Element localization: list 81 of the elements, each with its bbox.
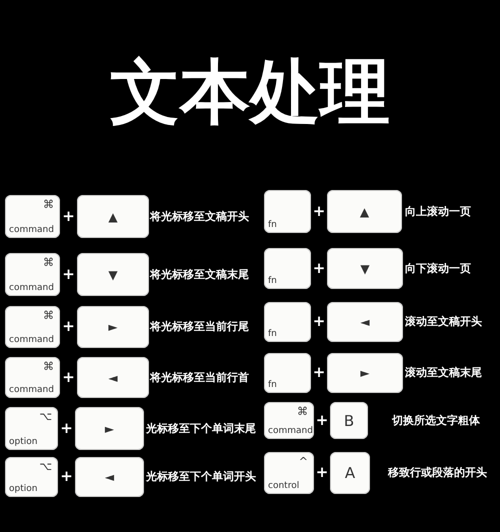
keyboard-key [327,353,403,393]
key-symbol: ⌘ [43,198,54,211]
key-symbol: ► [104,422,114,436]
key-symbol: ◄ [360,315,370,329]
shortcut-description: 将光标移至文稿末尾 [150,266,249,282]
title: 文本处理 [109,52,391,132]
key-symbol: ⌥ [39,410,52,423]
shortcut-description: 将光标移至当前行首 [150,370,249,384]
key-label: fn [268,329,277,339]
shortcut-description: 移致行或段落的开头 [388,465,487,480]
plus-sign: + [61,317,76,336]
key-symbol: ^ [298,455,308,468]
plus-sign: + [59,467,74,486]
keyboard-key [75,407,144,450]
key-label: control [268,481,300,491]
shortcut-description: 滚动至文稿开头 [405,314,482,329]
shortcut-description: 光标移至下个单词开头 [146,469,256,484]
keyboard-key [77,306,149,348]
shortcut-description: 将光标移至当前行尾 [150,319,249,334]
key-symbol: ◄ [104,470,114,484]
plus-sign: + [312,258,326,278]
key-symbol: ► [360,366,370,380]
key-symbol: ► [108,320,118,334]
keyboard-key [264,353,311,393]
key-label: B [344,412,354,430]
key-label: command [9,385,54,395]
plus-sign: + [312,202,326,220]
key-symbol: ◄ [108,370,118,384]
keyboard-key [327,248,403,289]
shortcut-description: 向上滚动一页 [405,204,471,218]
key-label: option [9,484,38,494]
key-symbol: ⌘ [43,309,54,322]
key-label: option [9,437,38,447]
key-label: command [9,283,54,293]
plus-sign: + [315,463,329,482]
keyboard-key [5,407,58,450]
keyboard-key [327,302,403,342]
plus-sign: + [61,264,76,284]
keyboard-key [264,452,314,494]
plus-sign: + [312,363,326,382]
keyboard-key [77,357,149,398]
key-label: command [268,426,313,436]
keyboard-key [264,190,311,233]
shortcut-description: 光标移至下个单词末尾 [146,420,256,436]
keyboard-key [264,402,314,439]
shortcut-description: 向下滚动一页 [405,260,471,276]
plus-sign: + [312,312,326,331]
plus-sign: + [59,418,74,438]
keyboard-key [5,253,60,296]
key-symbol: ▲ [360,204,370,218]
key-symbol: ⌘ [43,256,54,269]
key-symbol: ⌘ [43,360,54,373]
keyboard-key [264,302,311,342]
keyboard-key [5,306,60,348]
key-label: command [9,335,54,345]
keyboard-key [77,195,149,238]
key-label: fn [268,220,277,230]
keyboard-key [330,452,370,494]
key-symbol: ⌥ [39,460,52,473]
plus-sign: + [61,368,76,386]
shortcut-description: 滚动至文稿末尾 [405,365,482,380]
keyboard-key [330,402,368,439]
key-symbol: ▼ [360,262,370,276]
key-label: fn [268,276,277,286]
key-symbol: ⌘ [297,405,308,418]
keyboard-key [5,195,60,238]
plus-sign: + [315,410,329,430]
key-symbol: ▲ [108,210,118,224]
keyboard-key [5,357,60,398]
keyboard-key [5,457,58,497]
key-symbol: ▼ [108,268,118,282]
keyboard-key [75,457,144,497]
shortcut-description: 切换所选文字粗体 [392,412,480,428]
key-label: fn [268,380,277,390]
key-label: A [344,464,356,482]
key-label: command [9,225,54,235]
keyboard-key [327,190,402,233]
keyboard-key [77,253,149,296]
shortcut-description: 将光标移至文稿开头 [150,208,249,224]
plus-sign: + [61,206,76,226]
keyboard-key [264,248,311,289]
